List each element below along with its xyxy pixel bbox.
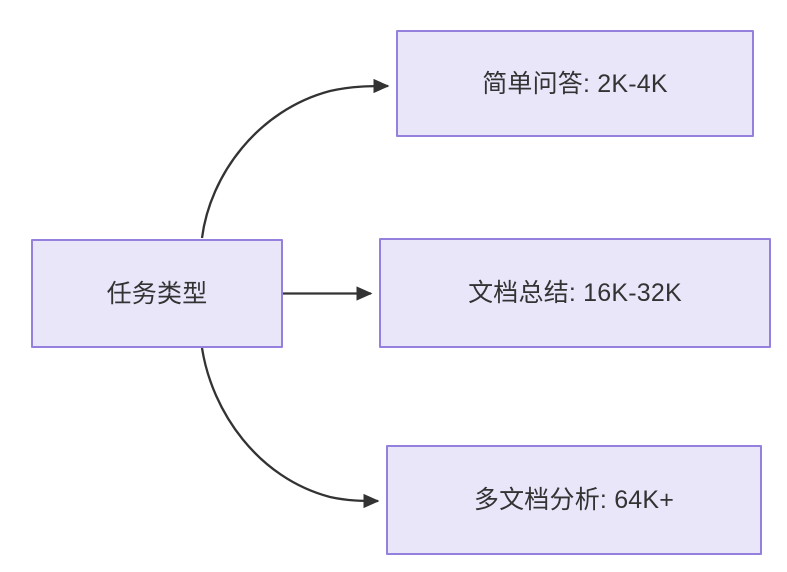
edge-root-simple: [200, 78, 390, 239]
node-label: 任务类型: [106, 279, 208, 308]
edge-root-multi: [200, 347, 380, 509]
node-label: 多文档分析: 64K+: [473, 486, 675, 514]
node-label: 文档总结: 16K-32K: [468, 279, 682, 307]
node-task-type[interactable]: 任务类型: [31, 239, 283, 348]
node-label: 简单问答: 2K-4K: [482, 69, 668, 98]
node-document-summary[interactable]: 文档总结: 16K-32K: [379, 238, 771, 348]
node-multi-document-analysis[interactable]: 多文档分析: 64K+: [386, 445, 762, 555]
node-simple-qa[interactable]: 简单问答: 2K-4K: [396, 30, 754, 137]
